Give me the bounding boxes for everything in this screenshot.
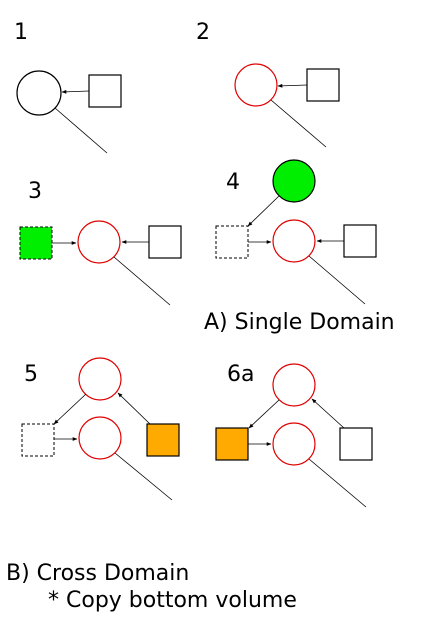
panel-5: [21, 357, 180, 501]
tail-line: [308, 458, 367, 508]
panel-label-1: 1: [14, 20, 28, 45]
tail-line: [270, 99, 327, 148]
tail-line: [308, 255, 366, 305]
panel-label-6a: 6a: [227, 362, 255, 387]
panel-6a: [215, 363, 373, 508]
arrow: [117, 392, 151, 425]
caption-cross-domain: B) Cross Domain: [6, 561, 190, 586]
green-box: [19, 226, 53, 260]
arrow: [277, 83, 308, 88]
volume-circle: [272, 219, 316, 263]
panel-1: [16, 70, 122, 154]
red-top-circle: [272, 363, 316, 407]
arrow: [53, 393, 87, 425]
snapshot-box: [343, 224, 377, 258]
panel-2: [234, 63, 340, 148]
panel-label-3: 3: [28, 179, 42, 204]
tail-line: [54, 107, 108, 154]
orange-box: [146, 423, 180, 457]
volume-circle: [234, 63, 278, 107]
volume-circle: [77, 220, 121, 264]
snapshot-box: [339, 427, 373, 461]
panel-label-4: 4: [226, 170, 240, 195]
arrow: [248, 399, 280, 429]
volume-circle: [78, 416, 122, 460]
dashed-box: [21, 423, 55, 457]
arrow: [247, 195, 280, 227]
panel-label-5: 5: [24, 362, 38, 387]
snapshot-box: [88, 74, 122, 108]
snapshot-box: [148, 225, 182, 259]
arrow: [61, 89, 90, 94]
caption-single-domain: A) Single Domain: [204, 310, 395, 335]
panel-4: [215, 159, 377, 305]
caption-note: * Copy bottom volume: [48, 588, 297, 613]
snapshot-box: [306, 68, 340, 102]
panel-label-2: 2: [196, 20, 210, 45]
green-circle: [272, 159, 316, 203]
tail-line: [114, 452, 173, 501]
dashed-box: [215, 225, 249, 259]
volume-circle: [272, 422, 316, 466]
arrow: [311, 398, 345, 429]
tail-line: [113, 256, 171, 306]
volume-circle: [16, 70, 62, 116]
orange-box: [215, 427, 249, 461]
panel-3: [19, 220, 182, 306]
red-top-circle: [78, 357, 122, 401]
